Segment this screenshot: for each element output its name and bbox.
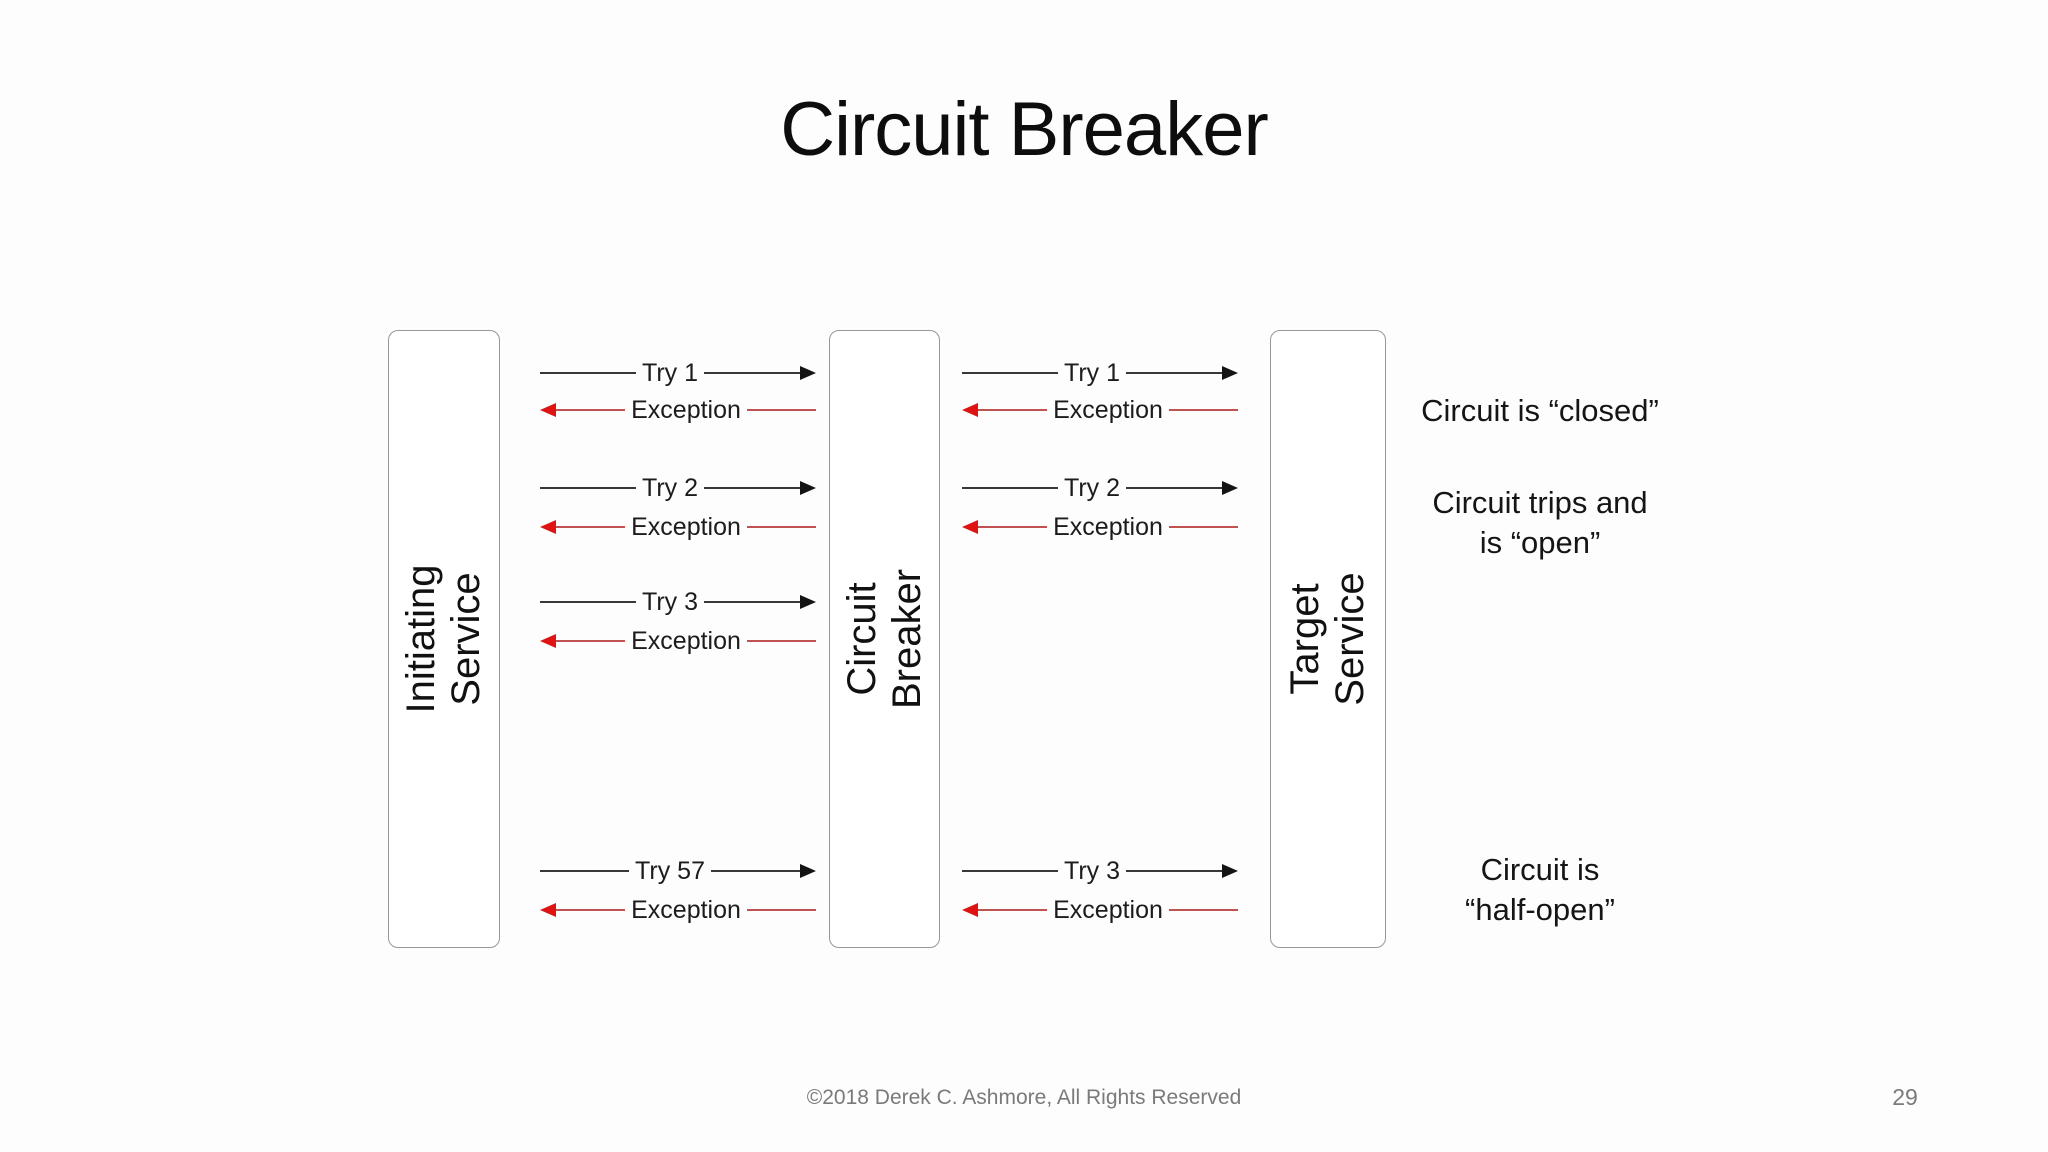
- arrow-line: [704, 487, 800, 489]
- arrow-label: Exception: [1053, 395, 1163, 424]
- arrow-exception-3-right: Exception: [962, 895, 1239, 925]
- initiating-service-box: Initiating Service: [388, 330, 500, 948]
- arrow-line: [1126, 487, 1222, 489]
- arrow-line: [540, 601, 636, 603]
- arrowhead-right-icon: [800, 366, 816, 380]
- arrow-line: [704, 372, 800, 374]
- label-line-1: Target: [1283, 583, 1327, 695]
- arrowhead-left-icon: [962, 903, 978, 917]
- arrow-line: [1168, 909, 1239, 911]
- arrowhead-right-icon: [800, 481, 816, 495]
- arrow-line: [1126, 372, 1222, 374]
- arrow-label: Exception: [631, 626, 741, 655]
- arrow-label: Try 3: [641, 587, 699, 616]
- arrowhead-right-icon: [1222, 366, 1238, 380]
- arrow-label: Exception: [1053, 512, 1163, 541]
- initiating-service-label: Initiating Service: [399, 565, 489, 714]
- arrow-exception-2-left: Exception: [540, 512, 817, 542]
- arrowhead-left-icon: [962, 520, 978, 534]
- arrowhead-left-icon: [540, 520, 556, 534]
- arrow-line: [962, 870, 1058, 872]
- arrow-exception-1-right: Exception: [962, 395, 1239, 425]
- arrow-line: [710, 870, 801, 872]
- label-line-2: Service: [444, 572, 488, 706]
- arrow-line: [978, 909, 1048, 911]
- arrowhead-left-icon: [540, 634, 556, 648]
- page-number: 29: [1892, 1084, 1918, 1110]
- arrow-try-3-right: Try 3: [962, 856, 1238, 886]
- arrow-try-2-left: Try 2: [540, 473, 816, 503]
- annotation-circuit-half-open: Circuit is “half-open”: [1370, 850, 1710, 930]
- arrow-label: Try 57: [635, 856, 705, 885]
- arrow-label: Exception: [631, 895, 741, 924]
- arrow-label: Try 2: [1063, 473, 1121, 502]
- target-service-label: Target Service: [1283, 572, 1373, 705]
- arrow-line: [962, 487, 1058, 489]
- arrow-try-3-left: Try 3: [540, 587, 816, 617]
- arrow-label: Try 2: [641, 473, 699, 502]
- arrowhead-right-icon: [800, 864, 817, 878]
- annotation-line: Circuit is “closed”: [1421, 393, 1659, 428]
- annotation-circuit-closed: Circuit is “closed”: [1370, 391, 1710, 431]
- arrow-exception-2-right: Exception: [962, 512, 1239, 542]
- arrow-try-1-right: Try 1: [962, 358, 1238, 388]
- annotation-line: “half-open”: [1465, 892, 1615, 927]
- arrowhead-left-icon: [540, 403, 556, 417]
- arrow-exception-3-left: Exception: [540, 626, 817, 656]
- arrow-line: [556, 409, 626, 411]
- arrow-label: Exception: [1053, 895, 1163, 924]
- target-service-box: Target Service: [1270, 330, 1386, 948]
- arrow-label: Try 1: [641, 358, 699, 387]
- arrowhead-right-icon: [1222, 481, 1238, 495]
- arrow-label: Exception: [631, 395, 741, 424]
- arrow-line: [978, 409, 1048, 411]
- arrowhead-left-icon: [540, 903, 556, 917]
- arrowhead-right-icon: [800, 595, 816, 609]
- arrow-line: [556, 526, 626, 528]
- annotation-line: is “open”: [1479, 525, 1601, 560]
- arrow-try-2-right: Try 2: [962, 473, 1238, 503]
- arrow-line: [556, 640, 626, 642]
- arrow-line: [746, 409, 817, 411]
- arrow-try-57-left: Try 57: [540, 856, 817, 886]
- circuit-breaker-label: Circuit Breaker: [840, 569, 930, 709]
- label-line-2: Service: [1328, 572, 1372, 706]
- arrow-line: [540, 487, 636, 489]
- arrow-line: [746, 640, 817, 642]
- annotation-circuit-open: Circuit trips and is “open”: [1370, 483, 1710, 563]
- slide-title: Circuit Breaker: [780, 87, 1269, 172]
- arrow-line: [978, 526, 1048, 528]
- arrow-line: [1126, 870, 1222, 872]
- circuit-breaker-box: Circuit Breaker: [829, 330, 940, 948]
- arrow-exception-1-left: Exception: [540, 395, 817, 425]
- arrow-line: [1168, 409, 1239, 411]
- label-line-1: Circuit: [839, 582, 884, 696]
- arrow-line: [556, 909, 626, 911]
- label-line-1: Initiating: [399, 564, 443, 714]
- arrow-line: [540, 372, 636, 374]
- arrow-label: Try 1: [1063, 358, 1121, 387]
- copyright-text: ©2018 Derek C. Ashmore, All Rights Reser…: [806, 1086, 1242, 1109]
- arrow-line: [746, 526, 817, 528]
- arrow-line: [704, 601, 800, 603]
- arrowhead-right-icon: [1222, 864, 1238, 878]
- arrow-line: [962, 372, 1058, 374]
- annotation-line: Circuit is: [1480, 852, 1600, 887]
- arrow-label: Try 3: [1063, 856, 1121, 885]
- arrow-line: [540, 870, 630, 872]
- arrow-label: Exception: [631, 512, 741, 541]
- arrow-line: [746, 909, 817, 911]
- arrow-exception-57-left: Exception: [540, 895, 817, 925]
- annotation-line: Circuit trips and: [1432, 485, 1648, 520]
- arrow-line: [1168, 526, 1239, 528]
- arrowhead-left-icon: [962, 403, 978, 417]
- label-line-2: Breaker: [884, 568, 929, 710]
- arrow-try-1-left: Try 1: [540, 358, 816, 388]
